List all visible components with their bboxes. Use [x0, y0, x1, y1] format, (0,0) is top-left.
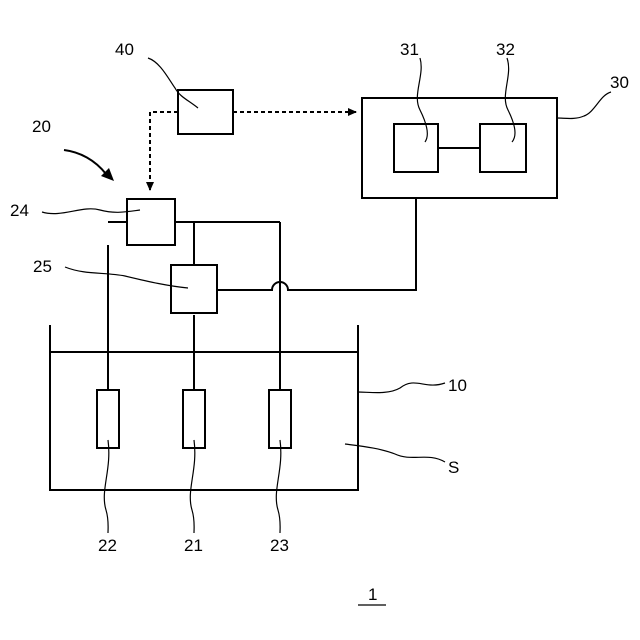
- label-31: 31: [400, 40, 419, 59]
- label-20: 20: [32, 117, 51, 136]
- label-23: 23: [270, 536, 289, 555]
- label-32: 32: [496, 40, 515, 59]
- label-30: 30: [610, 73, 629, 92]
- counter-electrode: [97, 390, 119, 448]
- potentiostat-box: [127, 199, 175, 245]
- leader-10: [358, 383, 445, 393]
- leader-30: [557, 92, 611, 119]
- signal-40-to-24: [150, 112, 178, 190]
- input-device-box: [178, 90, 233, 134]
- memory-box: [480, 124, 526, 172]
- processor-box: [394, 124, 438, 172]
- leader-S: [345, 444, 445, 462]
- leader-22: [104, 440, 109, 533]
- arrow-20: [64, 150, 106, 174]
- label-21: 21: [184, 536, 203, 555]
- label-22: 22: [98, 536, 117, 555]
- label-S: S: [448, 458, 459, 477]
- ammeter-box: [171, 265, 217, 313]
- working-electrode: [183, 390, 205, 448]
- label-1: 1: [368, 585, 377, 604]
- label-25: 25: [33, 257, 52, 276]
- leader-25: [65, 267, 188, 288]
- reference-electrode: [269, 390, 291, 448]
- label-10: 10: [448, 376, 467, 395]
- leader-23: [276, 440, 281, 533]
- label-24: 24: [10, 201, 29, 220]
- leader-21: [190, 440, 195, 533]
- label-40: 40: [115, 40, 134, 59]
- leader-24: [42, 209, 140, 214]
